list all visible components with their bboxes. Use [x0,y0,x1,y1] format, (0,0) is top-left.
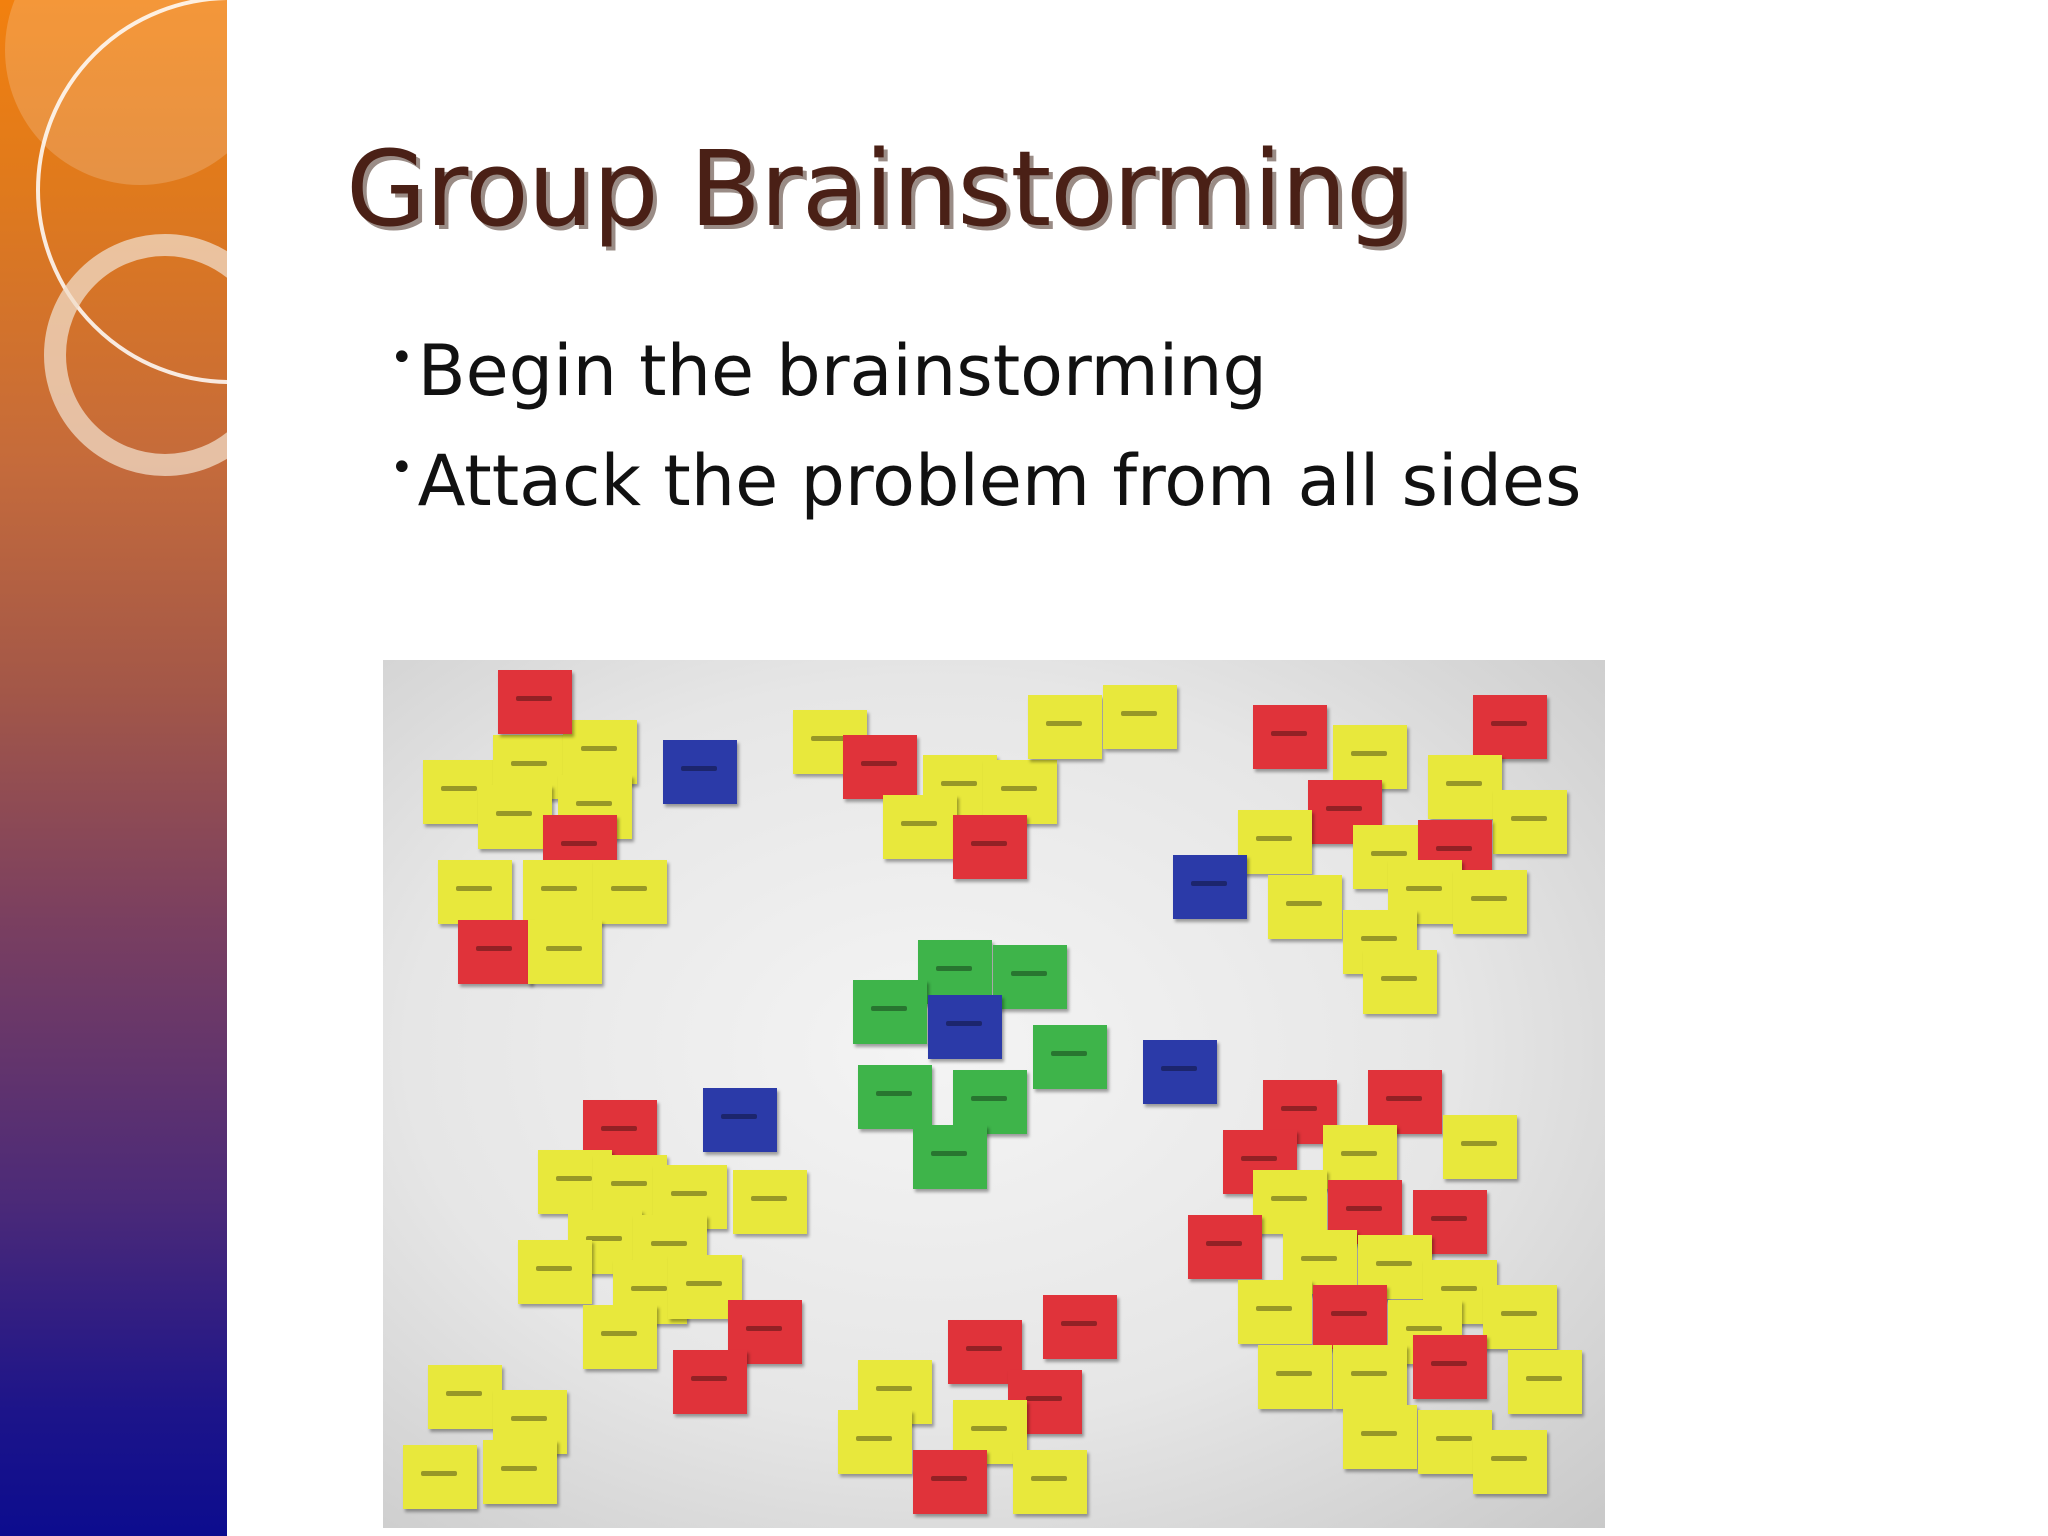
sticky-note [1333,1345,1407,1409]
sticky-note [1253,705,1327,769]
sticky-note [593,860,667,924]
sticky-note [843,735,917,799]
decorative-sidebar [0,0,227,1536]
sticky-note [1483,1285,1557,1349]
sticky-note [1253,1170,1327,1234]
bullet-text: Attack the problem from all sides [417,440,1582,522]
bullet-text: Begin the brainstorming [417,330,1267,412]
sticky-note [1333,725,1407,789]
sticky-note [1268,875,1342,939]
sticky-note [1238,810,1312,874]
sticky-note [483,1440,557,1504]
sticky-note [1473,695,1547,759]
slide-title: Group Brainstorming [346,128,1412,250]
sticky-notes-photo [383,660,1605,1528]
sticky-note [1363,950,1437,1014]
sticky-note [663,740,737,804]
sticky-note [1453,870,1527,934]
sticky-note [528,920,602,984]
bullet-list: • Begin the brainstorming • Attack the p… [390,330,1581,550]
sticky-note [838,1410,912,1474]
sticky-note [428,1365,502,1429]
bullet-item: • Begin the brainstorming [390,330,1581,440]
sticky-note [1368,1070,1442,1134]
sticky-note [403,1445,477,1509]
sticky-note [733,1170,807,1234]
sticky-note [1188,1215,1262,1279]
sticky-note [983,760,1057,824]
sticky-note [1413,1335,1487,1399]
sticky-note [928,995,1002,1059]
sticky-note [1313,1285,1387,1349]
sticky-note [918,940,992,1004]
sticky-note [883,795,957,859]
sticky-note [518,1240,592,1304]
sticky-note [1143,1040,1217,1104]
sticky-note [1323,1125,1397,1189]
sticky-note [1343,1405,1417,1469]
sticky-note [853,980,927,1044]
sticky-note [1258,1345,1332,1409]
sticky-note [1443,1115,1517,1179]
bullet-marker: • [390,335,414,381]
sticky-note [1428,755,1502,819]
sticky-note [563,720,637,784]
sticky-note [523,860,597,924]
sticky-note [1508,1350,1582,1414]
sticky-note [1473,1430,1547,1494]
sticky-note [858,1065,932,1129]
sticky-note [1033,1025,1107,1089]
sticky-note [913,1125,987,1189]
bullet-item: • Attack the problem from all sides [390,440,1581,550]
decorative-circles-icon [5,0,227,476]
sticky-note [1103,685,1177,749]
sticky-note [1013,1450,1087,1514]
sticky-note [993,945,1067,1009]
sticky-note [1238,1280,1312,1344]
sticky-note [673,1350,747,1414]
sticky-note [703,1088,777,1152]
sticky-note [478,785,552,849]
sticky-note [498,670,572,734]
sticky-note [458,920,532,984]
sticky-note [1028,695,1102,759]
sticky-note [1413,1190,1487,1254]
bullet-marker: • [390,445,414,491]
sticky-note [583,1305,657,1369]
sticky-note [1043,1295,1117,1359]
sticky-note [1173,855,1247,919]
sticky-note [953,1070,1027,1134]
sticky-note [438,860,512,924]
sticky-note [953,815,1027,879]
sticky-note [1493,790,1567,854]
sticky-note [913,1450,987,1514]
